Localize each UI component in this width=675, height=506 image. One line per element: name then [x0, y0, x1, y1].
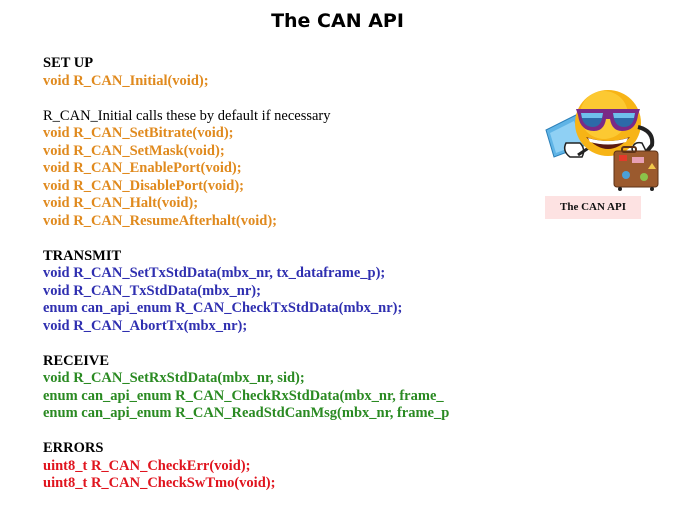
emoji-illustration	[545, 90, 659, 191]
spacer	[43, 90, 498, 108]
setup-call: void R_CAN_EnablePort(void);	[43, 160, 242, 176]
errors-heading: ERRORS	[43, 440, 104, 456]
api-list: SET UP void R_CAN_Initial(void); R_CAN_I…	[43, 55, 498, 493]
setup-call: void R_CAN_Halt(void);	[43, 195, 199, 211]
errors-call: uint8_t R_CAN_CheckSwTmo(void);	[43, 475, 276, 491]
spacer	[43, 335, 498, 353]
setup-call: void R_CAN_ResumeAfterhalt(void);	[43, 212, 277, 229]
spacer	[43, 423, 498, 441]
setup-call: void R_CAN_SetMask(void);	[43, 142, 225, 159]
receive-call: enum can_api_enum R_CAN_ReadStdCanMsg(mb…	[43, 405, 450, 421]
face-icon	[575, 90, 641, 156]
transmit-call: void R_CAN_SetTxStdData(mbx_nr, tx_dataf…	[43, 265, 386, 281]
setup-call: void R_CAN_DisablePort(void);	[43, 177, 244, 194]
setup-call: void R_CAN_SetBitrate(void);	[43, 125, 234, 141]
spacer	[43, 230, 498, 248]
transmit-call: void R_CAN_TxStdData(mbx_nr);	[43, 282, 261, 299]
slide-title: The CAN API	[271, 10, 404, 32]
setup-heading: SET UP	[43, 55, 94, 71]
transmit-heading: TRANSMIT	[43, 247, 122, 264]
receive-call: enum can_api_enum R_CAN_CheckRxStdData(m…	[43, 387, 444, 404]
receive-call: void R_CAN_SetRxStdData(mbx_nr, sid);	[43, 370, 305, 386]
image-caption: The CAN API	[545, 196, 641, 219]
errors-call: uint8_t R_CAN_CheckErr(void);	[43, 457, 251, 474]
setup-note: R_CAN_Initial calls these by default if …	[43, 107, 331, 124]
transmit-call: enum can_api_enum R_CAN_CheckTxStdData(m…	[43, 300, 403, 316]
setup-main-call: void R_CAN_Initial(void);	[43, 72, 209, 89]
sunglasses-emoji-traveler-icon	[540, 85, 665, 195]
transmit-call: void R_CAN_AbortTx(mbx_nr);	[43, 317, 248, 334]
suitcase-icon	[613, 146, 659, 191]
receive-heading: RECEIVE	[43, 352, 110, 369]
